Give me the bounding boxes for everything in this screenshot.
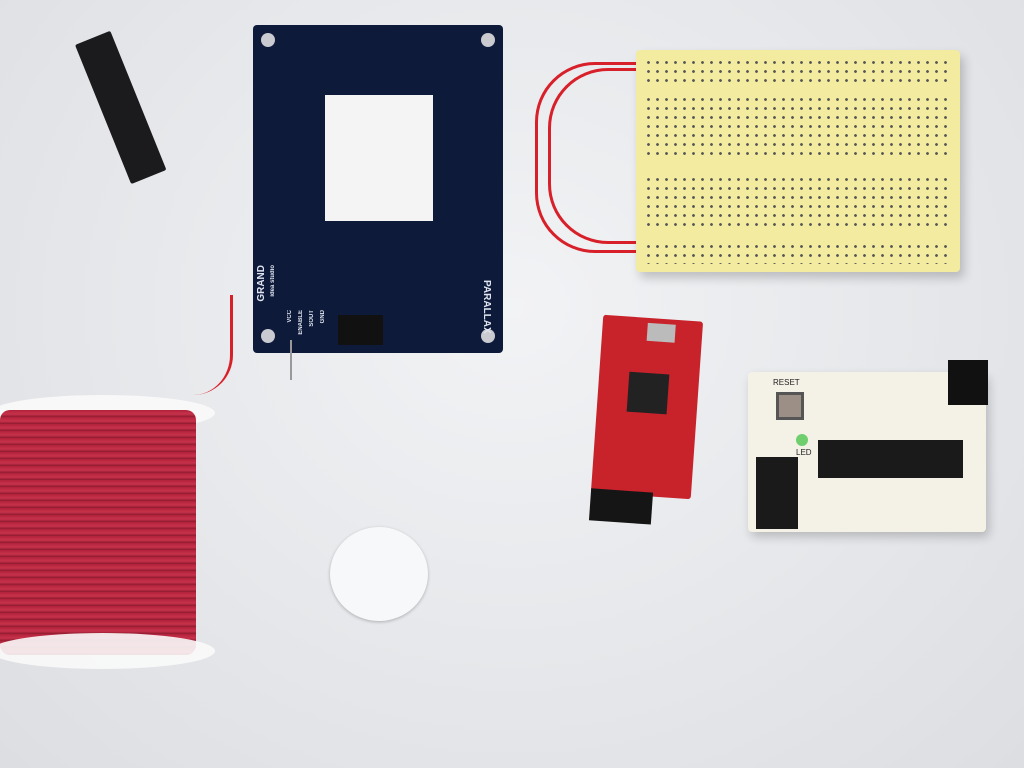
terminal-strip: [644, 175, 952, 230]
rfid-tag-disc: [330, 527, 428, 621]
maker-label: PARALLAX: [481, 280, 492, 334]
terminal-strip: [644, 95, 952, 160]
pin-header: [75, 30, 167, 185]
power-rail: [644, 58, 952, 82]
arduino-clone-board: RESET LED: [748, 360, 988, 532]
usb-serial-board: [588, 314, 704, 525]
header-connector: [756, 457, 798, 529]
reset-button: [776, 392, 804, 420]
mount-hole: [481, 33, 495, 47]
rfid-pins: [290, 340, 332, 380]
brand-sub: idea studio: [270, 265, 276, 297]
led-label: LED: [796, 448, 812, 457]
reset-label: RESET: [773, 378, 800, 387]
mount-hole: [481, 329, 495, 343]
jumper-wire: [548, 68, 651, 244]
wire-spool: [0, 395, 215, 669]
mini-usb-port: [646, 322, 676, 343]
microcontroller-chip: [818, 440, 963, 478]
ic-chip: [626, 371, 670, 415]
pin-label: VCC: [287, 310, 293, 323]
board-cutout: [325, 95, 433, 221]
mount-hole: [261, 33, 275, 47]
power-jack: [948, 360, 988, 405]
power-rail: [644, 242, 952, 264]
ic-chip: [338, 315, 383, 345]
breadboard: [636, 50, 960, 272]
wire-end: [180, 295, 233, 395]
red-wire-coil: [0, 410, 196, 655]
brand-label: GRAND: [256, 265, 267, 302]
mount-hole: [261, 329, 275, 343]
pin-label: ENABLE: [298, 310, 304, 335]
jumper-wire: [535, 62, 648, 253]
pin-label: SOUT: [309, 310, 315, 327]
spool-flange: [0, 633, 215, 669]
header-connector: [588, 488, 654, 525]
led: [796, 434, 808, 446]
pin-label: GND: [320, 310, 326, 324]
rfid-reader-board: GRAND idea studio PARALLAX VCC ENABLE SO…: [253, 25, 503, 353]
